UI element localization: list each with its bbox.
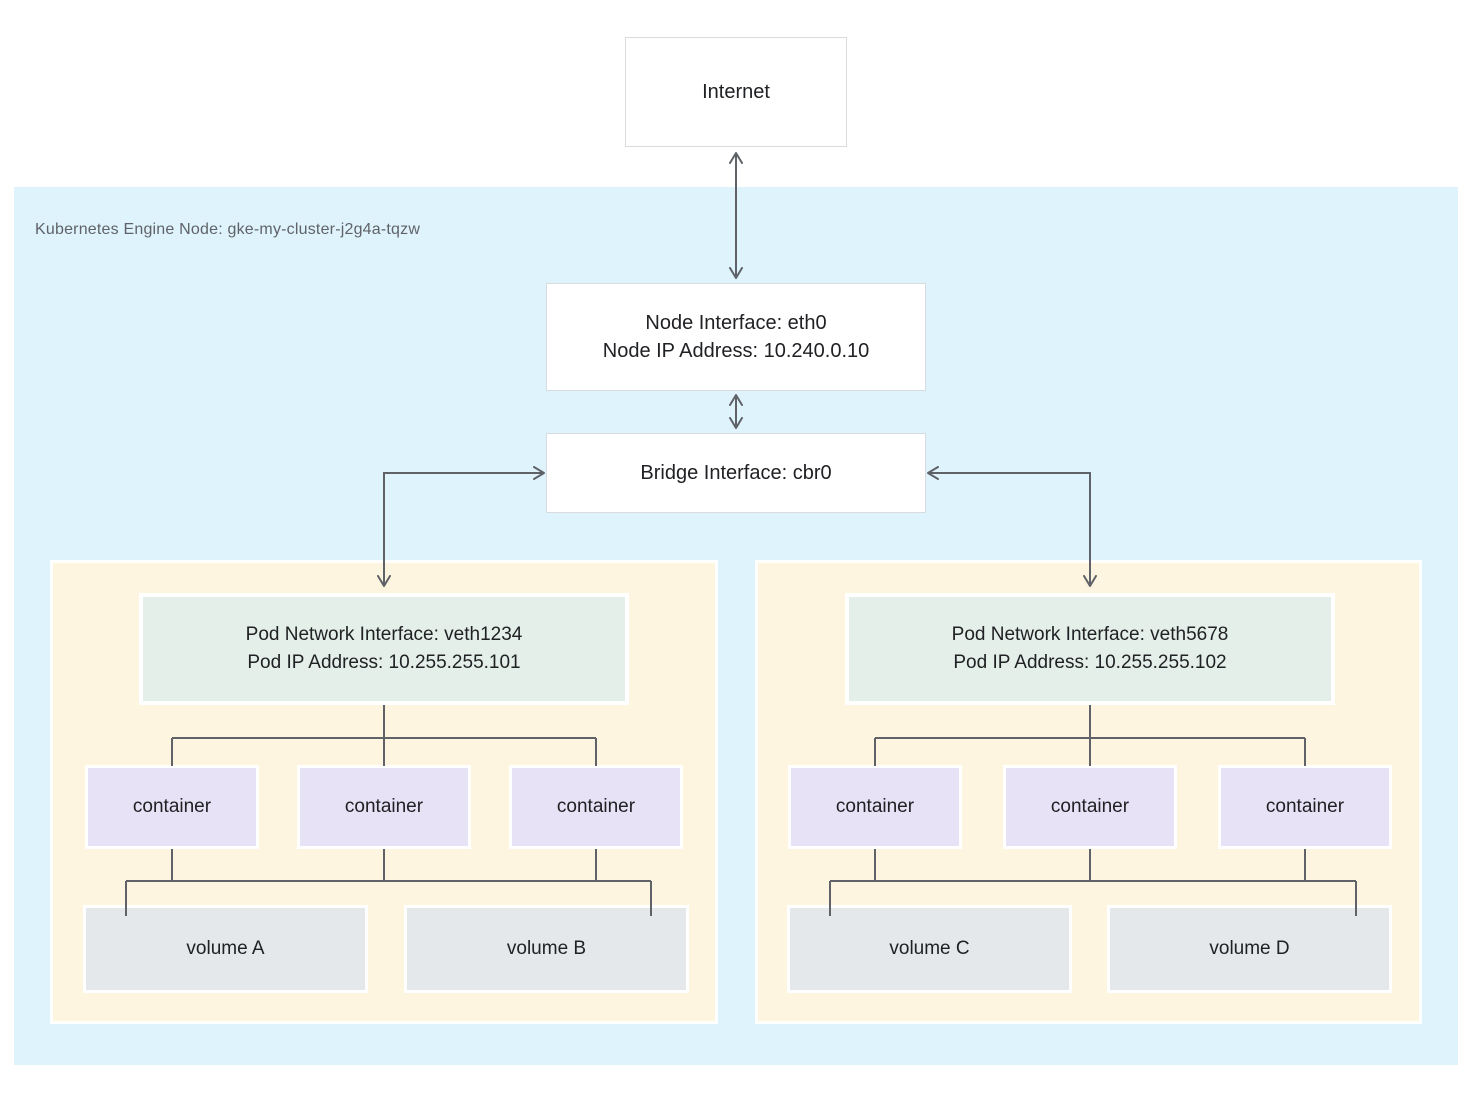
pod-1-container-1: container [85, 765, 259, 849]
node-interface-line2: Node IP Address: 10.240.0.10 [602, 340, 870, 362]
bridge-interface-label: Bridge Interface: cbr0 [640, 462, 832, 484]
pod-1-network-interface-box: Pod Network Interface: veth1234 Pod IP A… [139, 593, 629, 705]
pod-2-network-line1: Pod Network Interface: veth5678 [951, 624, 1229, 645]
pod-1-network-line2: Pod IP Address: 10.255.255.101 [247, 652, 521, 673]
internet-label: Internet [702, 81, 770, 103]
pod-2-container-1: container [788, 765, 962, 849]
pod-1-network-line1: Pod Network Interface: veth1234 [245, 624, 523, 645]
pod-1-volume-a: volume A [83, 905, 368, 993]
node-interface-line1: Node Interface: eth0 [645, 312, 827, 334]
pod-1-container-3: container [509, 765, 683, 849]
pod-1-volume-b: volume B [404, 905, 689, 993]
pod-2-network-interface-box: Pod Network Interface: veth5678 Pod IP A… [845, 593, 1335, 705]
pod-2-volume-d: volume D [1107, 905, 1392, 993]
internet-box: Internet [625, 37, 847, 147]
pod-2-network-line2: Pod IP Address: 10.255.255.102 [953, 652, 1227, 673]
pod-2-volume-c: volume C [787, 905, 1072, 993]
node-interface-box: Node Interface: eth0 Node IP Address: 10… [546, 283, 926, 391]
kubernetes-node-label: Kubernetes Engine Node: gke-my-cluster-j… [35, 221, 421, 238]
bridge-interface-box: Bridge Interface: cbr0 [546, 433, 926, 513]
pod-1-container-2: container [297, 765, 471, 849]
pod-2-container-2: container [1003, 765, 1177, 849]
pod-2-container-3: container [1218, 765, 1392, 849]
